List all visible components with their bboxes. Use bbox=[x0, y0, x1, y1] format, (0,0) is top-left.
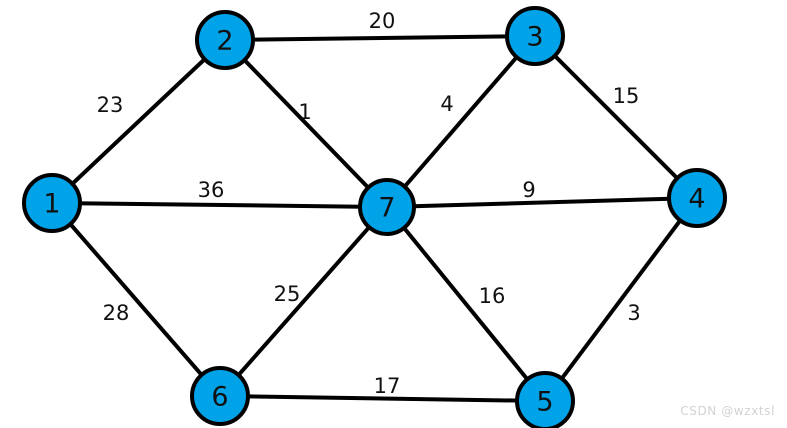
graph-edge-1-2 bbox=[50, 38, 227, 205]
graph-node-5[interactable]: 5 bbox=[515, 371, 575, 428]
node-circle-3[interactable] bbox=[505, 6, 565, 66]
graph-node-6[interactable]: 6 bbox=[190, 366, 250, 426]
graph-edge-6-7 bbox=[218, 205, 389, 398]
graph-edge-5-7 bbox=[385, 205, 547, 403]
edge-weight-3-7: 4 bbox=[440, 92, 453, 116]
graph-node-2[interactable]: 2 bbox=[195, 10, 255, 70]
edge-weight-5-6: 17 bbox=[374, 374, 401, 398]
graph-node-7[interactable]: 7 bbox=[358, 178, 416, 236]
edge-weight-2-3: 20 bbox=[369, 9, 396, 33]
node-circle-4[interactable] bbox=[667, 168, 727, 228]
edge-weight-2-7: 1 bbox=[298, 100, 311, 124]
node-circle-5[interactable] bbox=[515, 371, 575, 428]
edge-weight-1-2: 23 bbox=[97, 93, 124, 117]
graph-edge-5-6 bbox=[218, 394, 547, 403]
edge-weight-4-7: 9 bbox=[522, 178, 535, 202]
node-circle-1[interactable] bbox=[22, 173, 82, 233]
graph-node-3[interactable]: 3 bbox=[505, 6, 565, 66]
graph-edge-3-4 bbox=[533, 34, 699, 200]
graph-edge-2-7 bbox=[223, 38, 389, 209]
node-circle-6[interactable] bbox=[190, 366, 250, 426]
graph-node-4[interactable]: 4 bbox=[667, 168, 727, 228]
graph-edge-4-7 bbox=[385, 196, 699, 209]
graph-edge-1-6 bbox=[50, 201, 222, 398]
edges-layer bbox=[50, 34, 699, 403]
graph-edge-3-7 bbox=[385, 34, 537, 209]
node-circle-7[interactable] bbox=[358, 178, 416, 236]
edge-weight-6-7: 25 bbox=[274, 282, 301, 306]
watermark-text: CSDN @wzxtsl bbox=[680, 404, 775, 418]
graph-edge-4-5 bbox=[543, 196, 699, 403]
graph-edge-2-3 bbox=[223, 34, 537, 42]
edge-weight-5-7: 16 bbox=[479, 284, 506, 308]
graph-node-1[interactable]: 1 bbox=[22, 173, 82, 233]
graph-edge-1-7 bbox=[50, 201, 389, 209]
edge-weight-1-6: 28 bbox=[103, 301, 130, 325]
edge-weight-3-4: 15 bbox=[613, 84, 640, 108]
edge-weight-1-7: 36 bbox=[198, 178, 225, 202]
node-circle-2[interactable] bbox=[195, 10, 255, 70]
edge-weight-4-5: 3 bbox=[627, 301, 640, 325]
